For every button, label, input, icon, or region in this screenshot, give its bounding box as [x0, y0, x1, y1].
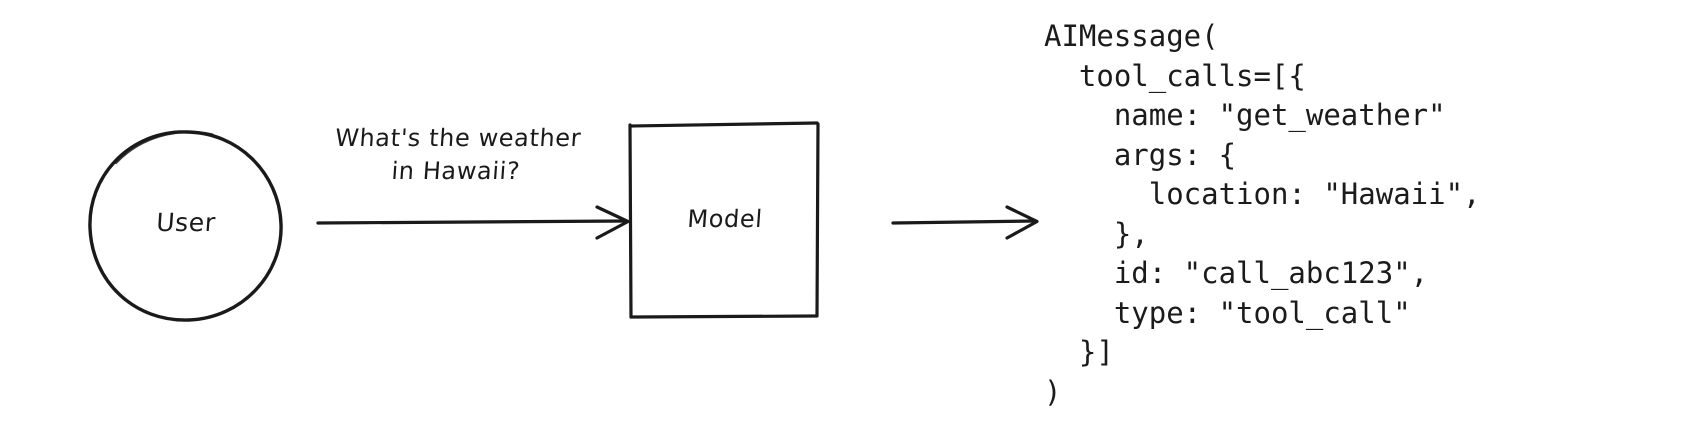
edge-label-user-to-model: What's the weather in Hawaii?	[290, 122, 625, 188]
code-line: },	[1044, 216, 1149, 251]
ai-message-code-block: AIMessage( tool_calls=[{ name: "get_weat…	[1044, 17, 1481, 412]
model-node-box[interactable]	[628, 121, 820, 319]
user-node-circle[interactable]	[88, 130, 283, 322]
code-line: location: "Hawaii",	[1044, 177, 1481, 211]
user-node-label: User	[155, 208, 217, 237]
edge-label-line-1: What's the weather	[334, 124, 583, 152]
code-line: )	[1044, 374, 1062, 409]
model-node-label: Model	[686, 205, 764, 233]
arrow-model-to-output	[891, 205, 1039, 240]
edge-label-line-2: in Hawaii?	[390, 157, 522, 185]
code-line: AIMessage(	[1044, 19, 1219, 53]
code-line: args: {	[1044, 137, 1237, 172]
arrow-user-to-model	[316, 205, 630, 240]
code-line: id: "call_abc123",	[1044, 256, 1429, 290]
code-line: name: "get_weather"	[1044, 98, 1446, 132]
code-line: tool_calls=[{	[1044, 58, 1306, 93]
code-line: }]	[1044, 335, 1114, 369]
code-line: type: "tool_call"	[1044, 295, 1411, 330]
